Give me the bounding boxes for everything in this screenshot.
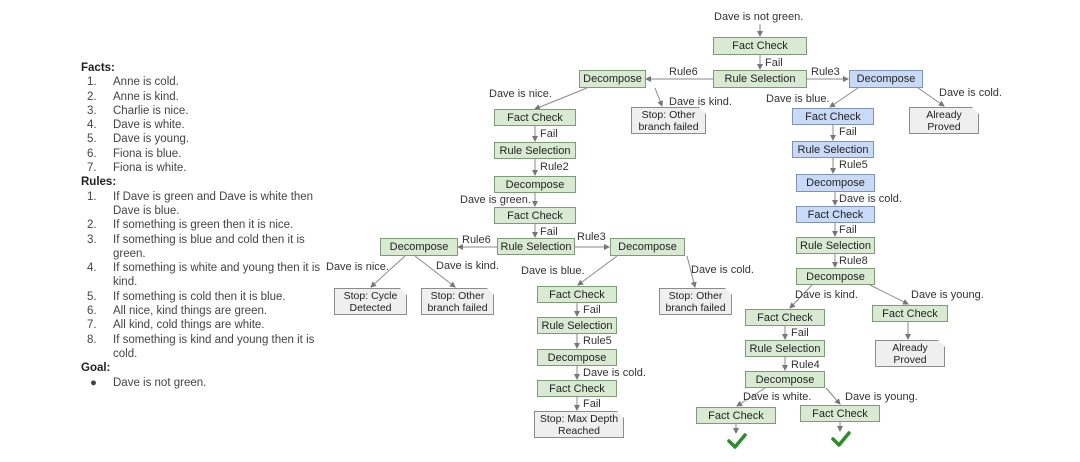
edge-label-dave-nice: Dave is nice. [489,88,552,100]
fact-check-node: Fact Check [537,380,617,397]
check-icon [727,433,747,449]
rule-item: 1.If Dave is green and Dave is white the… [87,190,314,217]
edge-label-fail: Fail [583,304,601,316]
fact-check-node: Fact Check [745,309,825,326]
edge-label-dave-blue: Dave is blue. [766,93,830,105]
facts-heading: Facts: [81,62,115,74]
rule-selection-node: Rule Selection [494,142,576,159]
rule-item: 5.If something is cold then it is blue. [87,290,286,303]
stop-node: Stop: Cycle Detected [334,288,407,315]
decompose-node: Decompose [537,349,617,366]
stop-node: Stop: Max Depth Reached [534,411,624,438]
already-proved-node: Already Proved [875,340,945,367]
rule-item: 3.If something is blue and cold then it … [87,233,305,260]
edge-label-dave-kind: Dave is kind. [436,260,499,272]
fact-item: 2.Anne is kind. [87,90,179,103]
decompose-node: Decompose [579,70,646,88]
stop-node: Stop: Other branch failed [631,107,706,134]
edge-label-fail: Fail [765,57,783,69]
fact-check-node: Fact Check [872,305,948,322]
fact-check-node: Fact Check [792,108,874,125]
decompose-node: Decompose [494,176,576,193]
edge-label-dave-white: Dave is white. [743,391,812,403]
fact-item: 5.Dave is young. [87,133,190,146]
goal-item: ●Dave is not green. [90,376,207,389]
edge-label-dave-cold: Dave is cold. [939,87,1002,99]
fact-check-node: Fact Check [796,206,875,223]
decompose-node: Decompose [380,238,458,256]
rule-selection-node: Rule Selection [537,317,617,334]
rules-list: 1.If Dave is green and Dave is white the… [81,190,321,362]
stop-node: Stop: Other branch failed [659,288,732,315]
edge-label-dave-kind: Dave is kind. [795,289,858,301]
edge-label-fail: Fail [791,327,809,339]
fact-check-node: Fact Check [713,37,807,55]
edge-label-rule3: Rule3 [577,231,606,243]
fact-check-node: Fact Check [696,407,776,424]
edge-label-fail: Fail [540,128,558,140]
edge-label-dave-young: Dave is young. [911,289,984,301]
decompose-node: Decompose [610,238,685,256]
rule-selection-node: Rule Selection [796,237,875,254]
goal-root-label: Dave is not green. [714,11,804,23]
rule-selection-node: Rule Selection [497,238,575,255]
rule-item: 6.All nice, kind things are green. [87,305,268,318]
problem-panel: Facts: 1.Anne is cold. 2.Anne is kind. 3… [81,61,321,390]
fact-check-node: Fact Check [537,286,617,303]
decompose-node: Decompose [796,174,875,192]
check-icon [831,431,851,447]
edge-label-fail: Fail [540,226,558,238]
decompose-node: Decompose [796,268,875,285]
rule-selection-node: Rule Selection [745,340,825,357]
edge-label-dave-cold: Dave is cold. [691,264,754,276]
fact-item: 6.Fiona is blue. [87,147,182,160]
edge-label-rule5: Rule5 [583,335,612,347]
edge-label-dave-kind: Dave is kind. [669,96,732,108]
edge-label-rule2: Rule2 [540,161,569,173]
rule-item: 8.If something is kind and young then it… [87,333,315,360]
rules-heading: Rules: [81,176,117,189]
edge-label-rule6: Rule6 [669,66,698,78]
edge-label-dave-cold: Dave is cold. [583,367,646,379]
edge-label-rule8: Rule8 [839,255,868,267]
edge-label-rule4: Rule4 [791,359,820,371]
fact-item: 7.Fiona is white. [87,162,187,175]
already-proved-node: Already Proved [909,107,979,134]
rule-item: 7.All kind, cold things are white. [87,319,265,332]
goal-heading: Goal: [81,362,111,375]
fact-check-node: Fact Check [800,405,880,422]
fact-item: 4.Dave is white. [87,119,185,132]
edge-label-dave-green: Dave is green. [460,194,531,206]
edge-label-rule3: Rule3 [811,66,840,78]
edge-label-fail: Fail [839,126,857,138]
rule-selection-node: Rule Selection [713,70,807,88]
decompose-node: Decompose [745,371,825,388]
rule-item: 2.If something is green then it is nice. [87,219,294,232]
fact-check-node: Fact Check [494,207,576,224]
edge-label-fail: Fail [839,224,857,236]
facts-list: 1.Anne is cold. 2.Anne is kind. 3.Charli… [81,75,321,175]
edge-label-dave-cold: Dave is cold. [839,193,902,205]
edge-label-rule5: Rule5 [839,159,868,171]
decompose-node: Decompose [849,70,923,88]
edge-label-fail: Fail [583,398,601,410]
fact-check-node: Fact Check [494,109,576,126]
edge-label-dave-nice: Dave is nice. [326,261,389,273]
stop-node: Stop: Other branch failed [421,288,494,315]
rule-item: 4.If something is white and young then i… [87,262,321,289]
goal-list: ●Dave is not green. [81,376,321,390]
fact-item: 1.Anne is cold. [87,76,179,89]
edge-label-dave-young: Dave is young. [845,391,918,403]
edge-label-dave-blue: Dave is blue. [521,265,585,277]
rule-selection-node: Rule Selection [792,141,874,158]
fact-item: 3.Charlie is nice. [87,104,189,117]
edge-label-rule6: Rule6 [462,234,491,246]
